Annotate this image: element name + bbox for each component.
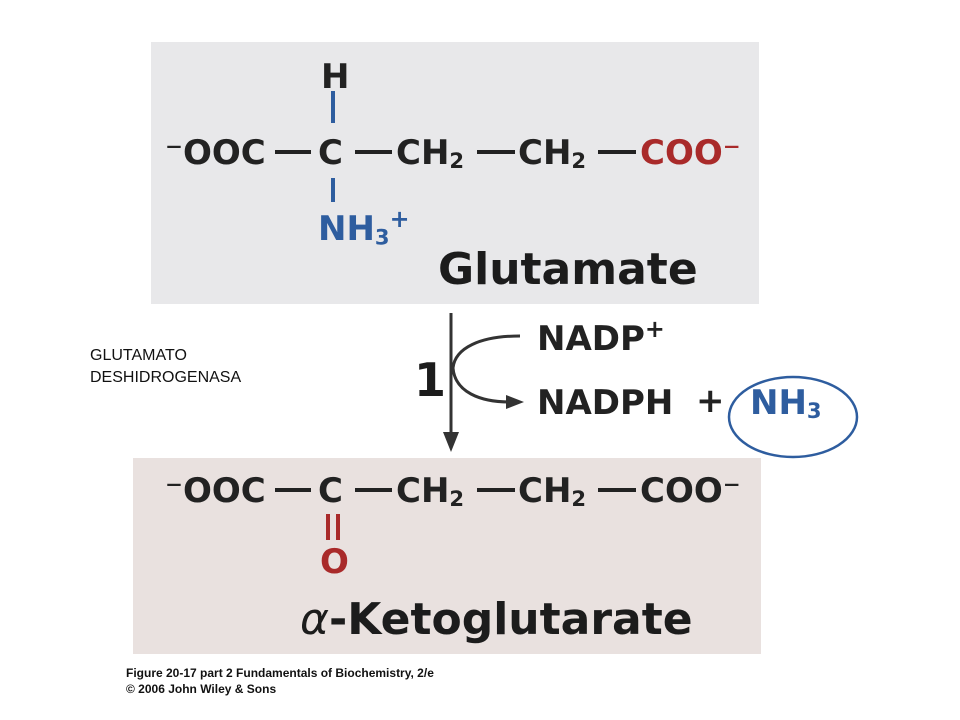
kg-alpha-carbon: C	[318, 471, 343, 511]
enzyme-label-line-2: DESHIDROGENASA	[90, 369, 242, 386]
glu-ch2-b: CH2	[518, 133, 587, 174]
alpha-symbol: α	[300, 594, 330, 645]
ketoglutarate-name: α-Ketoglutarate	[300, 594, 693, 645]
ammonia: NH3	[750, 383, 822, 424]
enzyme-label-line-1: GLUTAMATO	[90, 347, 187, 364]
kg-ch2-a: CH2	[396, 471, 465, 512]
ammonia-circle	[727, 375, 859, 459]
nadp-curve	[451, 334, 521, 369]
hydrogen-atom: H	[321, 57, 350, 97]
glu-right-carboxylate: COO⁻	[640, 133, 741, 173]
reaction-step-number: 1	[414, 353, 447, 407]
nadph-curve	[451, 367, 511, 404]
ketoglutarate-panel	[133, 458, 761, 654]
glutamate-panel	[151, 42, 759, 304]
kg-left-carboxylate: ⁻OOC	[165, 471, 266, 511]
glutamate-name: Glutamate	[438, 244, 698, 295]
reaction-arrow-head	[443, 432, 459, 452]
figure-caption-line-2: © 2006 John Wiley & Sons	[126, 682, 277, 696]
kg-right-carboxylate: COO⁻	[640, 471, 741, 511]
enzyme-label: GLUTAMATO DESHIDROGENASA	[90, 345, 241, 389]
glu-amine: NH3+	[318, 205, 410, 250]
nadph-arrow-head	[506, 395, 524, 409]
figure-caption-line-1: Figure 20-17 part 2 Fundamentals of Bioc…	[126, 666, 434, 680]
glu-left-carboxylate: ⁻OOC	[165, 133, 266, 173]
plus-sign: +	[696, 381, 725, 421]
nadp-plus: NADP+	[537, 315, 665, 360]
glu-alpha-carbon: C	[318, 133, 343, 173]
kg-oxygen: O	[320, 542, 349, 582]
nadph: NADPH	[537, 383, 674, 423]
kg-ch2-b: CH2	[518, 471, 587, 512]
glu-ch2-a: CH2	[396, 133, 465, 174]
